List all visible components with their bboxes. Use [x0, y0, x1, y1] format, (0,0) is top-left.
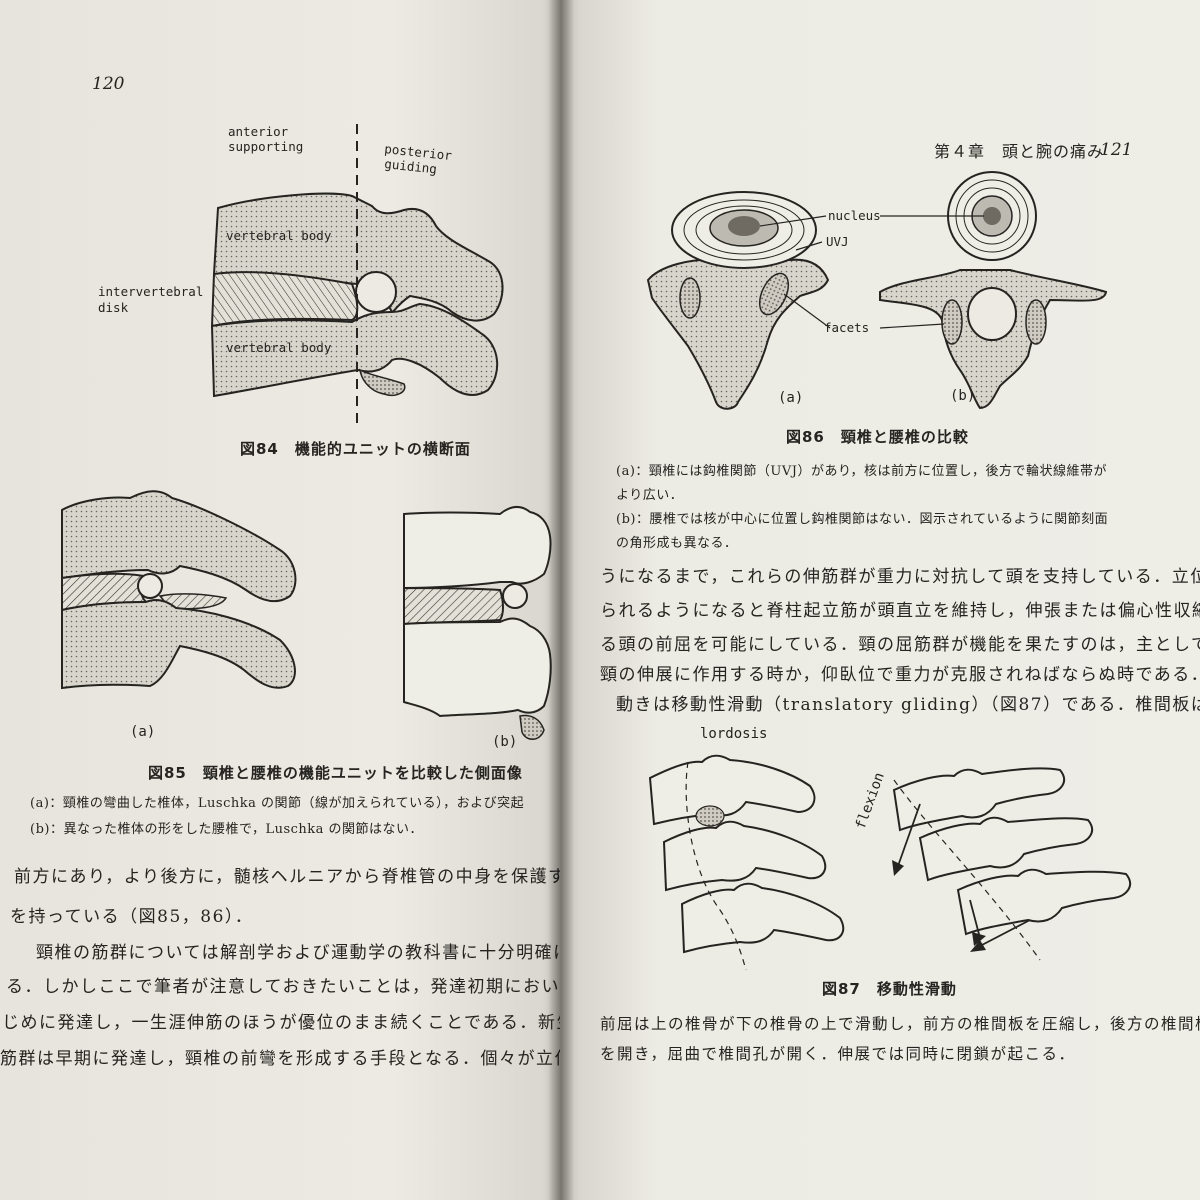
fig86a-cervical-vertebra	[646, 191, 830, 410]
fig87-label-flexion: flexion	[853, 770, 888, 831]
fig85a-upper-vertebra	[61, 490, 297, 603]
fig84-caption: 図84 機能的ユニットの横断面	[240, 440, 471, 458]
fig87-lordosis-stack	[648, 754, 845, 971]
left-body-line-3: 頸椎の筋群については解剖学および運動学の教科書に十分明確にされてい	[36, 943, 560, 963]
left-page: 120	[0, 0, 560, 1200]
fig86-note-4: の角形成も異なる．	[616, 536, 738, 551]
fig84-diagram: anterior supporting posterior guiding ve…	[98, 124, 504, 424]
fig84-label-disk-1: intervertebral	[98, 284, 203, 299]
fig84-label-anterior-1: anterior	[228, 124, 289, 139]
fig86-note-3: (b)：腰椎では核が中心に位置し鈎椎関節はない．図示されているように関節刻面	[616, 512, 1109, 527]
right-body-line-2: られるようになると脊柱起立筋が頭直立を維持し，伸張または偏心性収縮によ	[600, 601, 1200, 621]
left-body-line-5: じめに発達し，一生涯伸筋のほうが優位のまま続くことである．新生児期	[2, 1013, 560, 1033]
fig87-caption: 図87 移動性滑動	[822, 980, 957, 998]
right-body-line-3: る頭の前屈を可能にしている．頸の屈筋群が機能を果たすのは，主として力が	[600, 635, 1200, 655]
fig85-note-b: (b)：異なった椎体の形をした腰椎で，Luschka の関節はない．	[30, 822, 424, 837]
page-number-right: 121	[1100, 140, 1133, 160]
fig84-label-anterior-2: supporting	[228, 139, 303, 154]
fig87-flexion-stack	[892, 767, 1132, 961]
right-body-line-4: 頸の伸展に作用する時か，仰臥位で重力が克服されねばならぬ時である．	[600, 665, 1200, 685]
fig87-text-line-1: 前屈は上の椎骨が下の椎骨の上で滑動し，前方の椎間板を圧縮し，後方の椎間板	[600, 1015, 1200, 1033]
left-body-line-4: る．しかしここで筆者が注意しておきたいことは，発達初期において屈筋	[6, 977, 560, 997]
right-body-line-5: 動きは移動性滑動（translatory gliding）（図87）である．椎間…	[616, 695, 1200, 715]
fig87-text-line-2: を開き，屈曲で椎間孔が開く．伸展では同時に閉鎖が起こる．	[600, 1045, 1076, 1063]
right-body-line-1: うになるまで，これらの伸筋群が重力に対抗して頭を支持している．立位がと	[600, 567, 1200, 587]
fig86b-lumbar-vertebra	[879, 171, 1108, 410]
fig85-note-a: (a)：頸椎の彎曲した椎体，Luschka の関節（線が加えられている），および…	[30, 796, 525, 811]
fig87-diagram: lordosis flexion	[648, 726, 1132, 971]
fig85-diagram: (a) (b)	[61, 490, 552, 750]
fig84-lower-vertebra	[210, 302, 499, 398]
fig86-label-uvj: UVJ	[826, 234, 849, 249]
fig85b-lower-vertebra	[403, 617, 552, 718]
fig85b-upper-vertebra	[403, 506, 552, 590]
fig84-disk	[210, 271, 359, 328]
fig86-note-1: (a)：頸椎には鈎椎関節（UVJ）があり，核は前方に位置し，後方で輪状線維帯が	[616, 464, 1108, 479]
right-page: 第４章 頭と腕の痛み 121	[560, 0, 1200, 1200]
fig86-sub-b: (b)	[950, 388, 975, 404]
fig84-label-disk-2: disk	[98, 300, 129, 315]
fig85-caption: 図85 頸椎と腰椎の機能ユニットを比較した側面像	[148, 764, 523, 782]
left-body-line-6: 筋群は早期に発達し，頸椎の前彎を形成する手段となる．個々が立位をと	[0, 1049, 560, 1069]
fig86-sub-a: (a)	[778, 390, 803, 406]
fig84-label-posterior-2: guiding	[384, 156, 438, 176]
fig86-caption: 図86 頸椎と腰椎の比較	[786, 428, 969, 446]
left-body-line-2: を持っている（図85，86）．	[10, 907, 254, 927]
fig86-label-facets: facets	[824, 320, 869, 335]
fig86-label-nucleus: nucleus	[828, 208, 881, 223]
fig86-diagram: nucleus UVJ facets (a) (b)	[646, 171, 1108, 410]
left-body-line-1: 前方にあり，より後方に，髄核ヘルニアから脊椎管の中身を保護する線維輪	[14, 867, 560, 887]
fig84-label-vb-top: vertebral body	[226, 228, 332, 243]
fig85-sub-a: (a)	[130, 724, 155, 740]
fig84-label-posterior-1: posterior	[384, 141, 453, 163]
fig87-label-lordosis: lordosis	[700, 726, 767, 742]
fig84-label-vb-bottom: vertebral body	[226, 340, 332, 355]
fig85-sub-b: (b)	[492, 734, 517, 750]
fig85a-lower-vertebra	[61, 599, 296, 690]
fig86-note-2: より広い．	[616, 488, 684, 503]
running-head: 第４章 頭と腕の痛み	[934, 142, 1105, 161]
page-number-left: 120	[92, 74, 125, 94]
book-gutter	[548, 0, 574, 1200]
